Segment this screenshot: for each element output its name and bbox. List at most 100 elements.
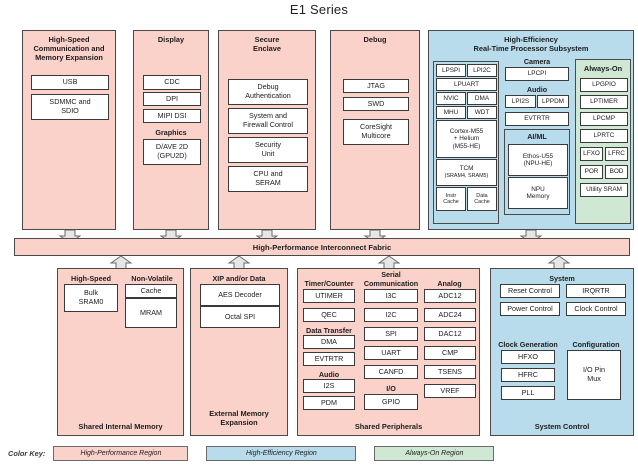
block-lpgpio[interactable]: LPGPIO [580,78,628,92]
block-npu-memory[interactable]: NPU Memory [508,177,568,209]
block-por[interactable]: POR [580,165,603,179]
block-nvic[interactable]: NVIC [436,92,466,105]
he-aiml-group: AI/ML Ethos-U55 (NPU-HE) NPU Memory [504,129,570,215]
panel-high-efficiency-subsystem[interactable]: High-Efficiency Real-Time Processor Subs… [428,30,634,230]
block-tsens[interactable]: TSENS [424,365,476,379]
block-system-firewall-control[interactable]: System and Firewall Control [228,108,308,134]
block-dac12[interactable]: DAC12 [424,327,476,341]
block-lfxo[interactable]: LFXO [580,147,603,161]
panel-shared-internal-memory[interactable]: High-Speed Non-Volatile Bulk SRAM0 Cache… [57,268,184,436]
block-label: NPU [531,185,545,193]
block-dma[interactable]: DMA [467,92,497,105]
block-debug-authentication[interactable]: Debug Authentication [228,79,308,105]
block-lppdm[interactable]: LPPDM [537,95,569,108]
block-cache[interactable]: Cache [125,284,177,298]
block-label: BOD [609,168,624,176]
block-reset-control[interactable]: Reset Control [500,284,560,298]
block-uart[interactable]: UART [364,346,418,360]
block-pdm[interactable]: PDM [303,396,355,410]
block-label: LPCMP [592,115,616,123]
block-label: ADC24 [438,309,462,319]
block-aes-decoder[interactable]: AES Decoder [200,284,280,306]
block-i2c[interactable]: I2C [364,308,418,322]
block-coresight-multicore[interactable]: CoreSight Multicore [343,119,409,145]
block-cdc[interactable]: CDC [143,75,201,90]
block-jtag[interactable]: JTAG [343,79,409,93]
panel-footer: Shared Peripherals [354,422,423,431]
block-qec[interactable]: QEC [303,308,355,322]
block-evtrtr-periph[interactable]: EVTRTR [303,352,355,366]
block-lpcpi[interactable]: LPCPI [505,67,569,81]
panel-high-speed-communication[interactable]: High-Speed Communication and Memory Expa… [22,30,116,230]
block-lpi2s[interactable]: LPI2S [505,95,536,108]
block-label-2: SRAM0 [78,297,104,306]
block-label: LFRC [608,150,625,158]
block-ethos-u55[interactable]: Ethos-U55 (NPU-HE) [508,144,568,176]
block-lpcmp[interactable]: LPCMP [580,112,628,126]
block-utility-sram[interactable]: Utility SRAM [580,183,628,197]
block-label: SPI [385,328,397,338]
block-dave-2d[interactable]: D/AVE 2D (GPU2D) [143,139,201,165]
block-label: WDT [474,108,490,116]
block-lprtc[interactable]: LPRTC [580,129,628,143]
block-i2s[interactable]: I2S [303,379,355,393]
block-data-cache[interactable]: Data Cache [467,187,497,211]
block-security-unit[interactable]: Security Unit [228,137,308,163]
block-hfxo[interactable]: HFXO [501,350,555,364]
block-sdmmc-sdio[interactable]: SDMMC and SDIO [31,94,109,120]
panel-display[interactable]: Display CDC DPI MIPI DSI Graphics D/AVE … [133,30,209,230]
block-adc12[interactable]: ADC12 [424,289,476,303]
block-label-2: Memory [526,193,550,200]
block-adc24[interactable]: ADC24 [424,308,476,322]
block-label-2: Firewall Control [243,120,293,129]
block-mhu[interactable]: MHU [436,106,466,119]
group-label-camera: Camera [523,57,551,66]
panel-debug[interactable]: Debug JTAG SWD CoreSight Multicore [330,30,420,230]
block-bod[interactable]: BOD [605,165,628,179]
block-utimer[interactable]: UTIMER [303,289,355,303]
block-tcm[interactable]: TCM (SRAM4, SRAM5) [436,159,497,186]
block-clock-control[interactable]: Clock Control [566,302,626,316]
block-cortex-m55-helium[interactable]: Cortex-M55 + Helium (M55-HE) [436,120,497,158]
block-usb[interactable]: USB [31,75,109,90]
group-label-serial-communication: Serial Communication [363,270,419,288]
block-bulk-sram0[interactable]: Bulk SRAM0 [64,284,118,312]
block-gpio[interactable]: GPIO [364,394,418,410]
block-mram[interactable]: MRAM [125,298,177,328]
block-evtrtr-he[interactable]: EVTRTR [505,112,569,126]
block-label: POR [584,168,599,176]
block-octal-spi[interactable]: Octal SPI [200,306,280,328]
block-mipi-dsi[interactable]: MIPI DSI [143,109,201,123]
block-dma-periph[interactable]: DMA [303,335,355,349]
block-hfrc[interactable]: HFRC [501,368,555,382]
block-lfrc[interactable]: LFRC [605,147,628,161]
block-cmp[interactable]: CMP [424,346,476,360]
block-label: HFXO [518,351,538,361]
block-canfd[interactable]: CANFD [364,365,418,379]
block-wdt[interactable]: WDT [467,106,497,119]
interconnect-fabric[interactable]: High-Performance Interconnect Fabric [14,238,630,256]
block-power-control[interactable]: Power Control [500,302,560,316]
block-cpu-seram[interactable]: CPU and SERAM [228,166,308,192]
block-spi[interactable]: SPI [364,327,418,341]
block-io-pin-mux[interactable]: I/O Pin Mux [567,350,621,400]
block-label: TSENS [438,366,462,376]
block-lpi2c[interactable]: LPI2C [467,64,497,77]
block-label: I2C [385,309,397,319]
block-i3c[interactable]: I3C [364,289,418,303]
panel-external-memory-expansion[interactable]: XIP and/or Data AES Decoder Octal SPI Ex… [190,268,288,436]
block-pll[interactable]: PLL [501,386,555,400]
block-label: Reset Control [508,285,552,295]
block-lpspi[interactable]: LPSPI [436,64,466,77]
group-label-clock-generation: Clock Generation [498,340,558,349]
block-swd[interactable]: SWD [343,97,409,111]
block-lptimer[interactable]: LPTIMER [580,95,628,109]
panel-secure-enclave[interactable]: Secure Enclave Debug Authentication Syst… [218,30,316,230]
block-instr-cache[interactable]: Instr Cache [436,187,466,211]
panel-system-control[interactable]: System Reset Control IRQRTR Power Contro… [490,268,634,436]
block-dpi[interactable]: DPI [143,92,201,106]
block-irqrtr[interactable]: IRQRTR [566,284,626,298]
block-vref[interactable]: VREF [424,384,476,398]
panel-shared-peripherals[interactable]: Timer/Counter UTIMER QEC Data Transfer D… [297,268,480,436]
block-lpuart[interactable]: LPUART [436,78,497,91]
